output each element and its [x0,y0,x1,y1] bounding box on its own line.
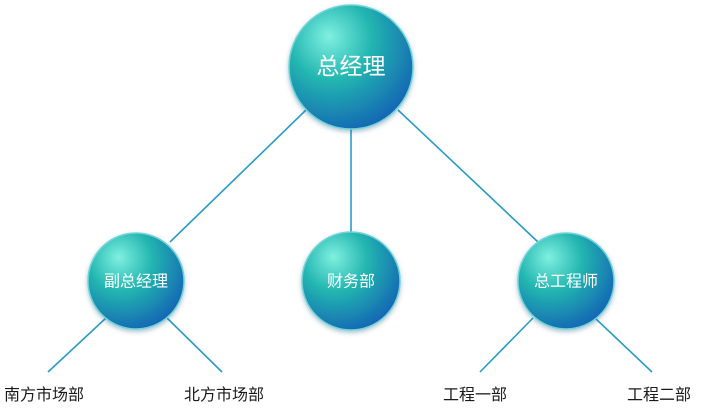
connector-root-to-vice-gm [169,109,307,243]
leaf-north-market: 北方市场部 [184,385,265,404]
leaf-engineering-2: 工程二部 [627,385,692,404]
node-vice-gm: 副总经理 [87,232,185,330]
leaf-engineering-1: 工程一部 [443,385,508,404]
node-finance: 财务部 [301,231,401,331]
node-chief-engineer: 总工程师 [517,232,615,330]
node-general-manager: 总经理 [288,4,414,130]
connector-chief-engineer-to-eng-2 [594,317,653,373]
node-chief-engineer-label: 总工程师 [534,272,598,291]
connector-chief-engineer-to-eng-1 [479,317,534,373]
leaf-south-market: 南方市场部 [4,385,85,404]
node-vice-gm-label: 副总经理 [104,272,168,291]
connector-root-to-chief-engineer [397,109,539,243]
connector-vice-gm-to-north-market [166,317,223,373]
connector-lines [47,109,653,373]
node-general-manager-label: 总经理 [317,54,386,80]
connector-vice-gm-to-south-market [47,317,107,373]
node-finance-label: 财务部 [327,272,375,291]
